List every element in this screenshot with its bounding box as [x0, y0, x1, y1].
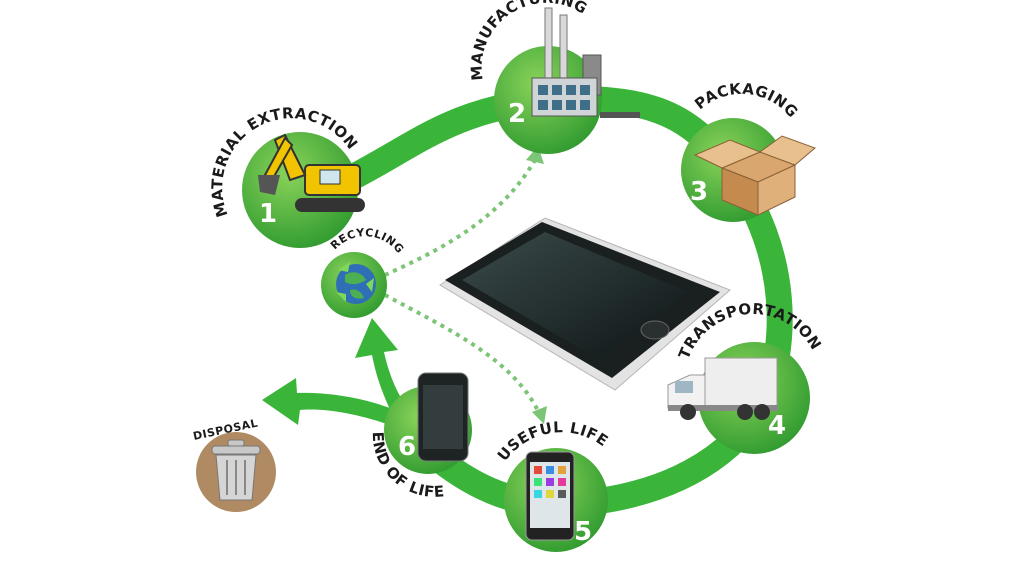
disposal-arrow: [262, 378, 414, 432]
truck-icon: [667, 357, 778, 420]
stage-3: 3 PACKAGING: [681, 80, 816, 222]
phone-icon: [417, 372, 469, 462]
box-icon: [693, 135, 816, 216]
stage-5-number: 5: [574, 517, 592, 547]
stage-2-number: 2: [508, 99, 526, 129]
globe-recycle-icon: [336, 262, 376, 304]
stage-3-label: PACKAGING: [691, 80, 802, 122]
excavator-icon: [258, 133, 365, 212]
recycling-arrows: [384, 158, 542, 416]
stage-1-number: 1: [259, 199, 277, 229]
recycling-return-arrow: [355, 318, 412, 420]
factory-icon: [531, 7, 640, 118]
stage-3-number: 3: [690, 177, 708, 207]
stage-4-number: 4: [768, 411, 786, 441]
stage-2: 2 MANUFACTURING: [467, 0, 640, 154]
stage-5: 5 USEFUL LIFE: [494, 418, 611, 552]
stage-6-number: 6: [398, 432, 416, 462]
stage-6: 6 END OF LIFE: [369, 372, 472, 501]
stage-1: 1 MATERIAL EXTRACTION: [208, 104, 365, 248]
trash-can-icon: [211, 439, 261, 501]
arrowhead-to-useful-life: [532, 406, 547, 424]
tablet-icon: [439, 217, 731, 391]
disposal-node: DISPOSAL: [192, 416, 276, 512]
smartphone-icon: [525, 451, 575, 541]
